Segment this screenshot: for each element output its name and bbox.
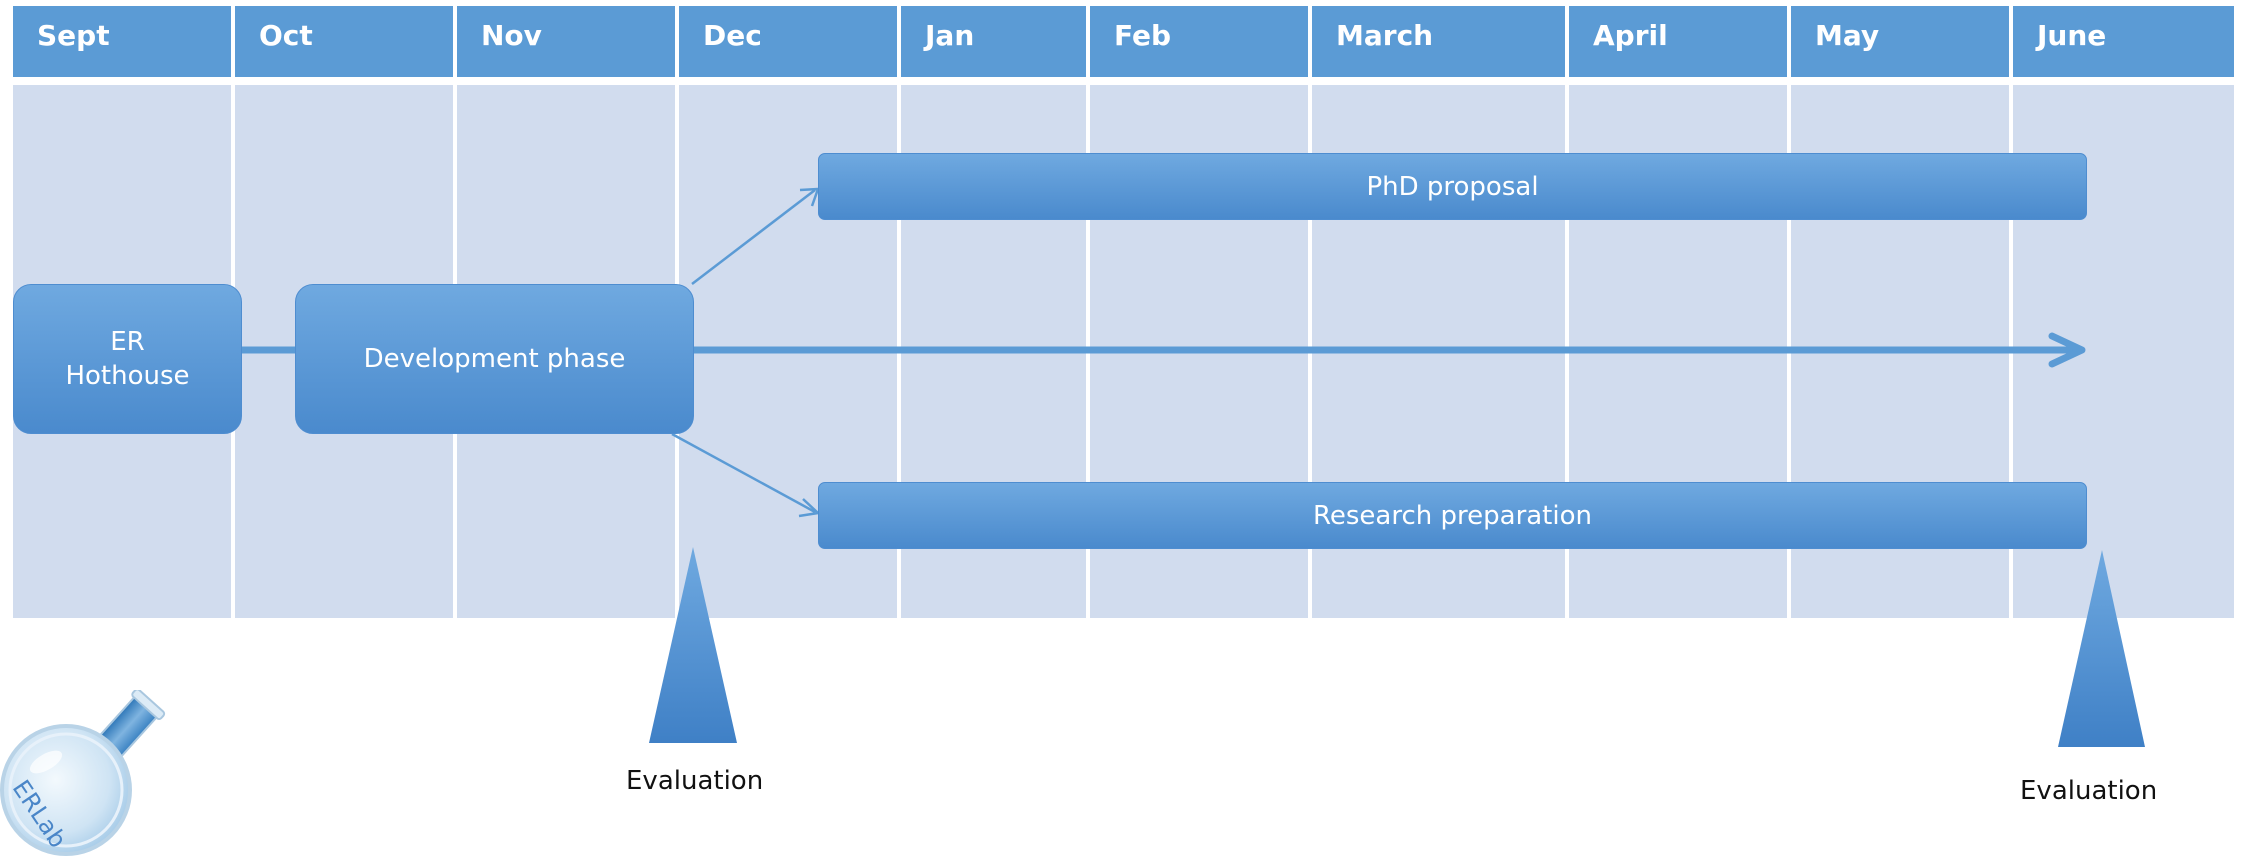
arrowhead-phd-icon [799,187,820,207]
month-header-dec: Dec [679,6,897,77]
evaluation-label-2: Evaluation [2020,776,2158,806]
month-header-march: March [1312,6,1565,77]
development-phase-label: Development phase [363,344,626,374]
month-header-feb: Feb [1090,6,1308,77]
month-header-april: April [1569,6,1787,77]
evaluation-label-1: Evaluation [626,766,764,796]
er-hothouse-label: ER Hothouse [65,327,190,391]
phd-proposal-label: PhD proposal [1366,171,1539,202]
month-header-may: May [1791,6,2009,77]
month-header-nov: Nov [457,6,675,77]
arrow-to-research-preparation [671,432,816,514]
month-header-oct: Oct [235,6,453,77]
month-header-jan: Jan [901,6,1086,77]
timeline-arrowhead-icon [2048,332,2086,368]
research-preparation-bar: Research preparation [818,482,2087,549]
month-header-sept: Sept [13,6,231,77]
arrow-to-phd-proposal [691,189,816,285]
timeline-header: Sept Oct Nov Dec Jan Feb March April May… [13,6,2234,77]
phd-proposal-bar: PhD proposal [818,153,2087,220]
research-preparation-label: Research preparation [1312,500,1592,531]
erlab-flask-logo [0,690,166,856]
development-phase-box: Development phase [295,284,694,434]
month-header-june: June [2013,6,2234,77]
evaluation-milestone-icon-2 [2058,550,2145,747]
evaluation-milestone-icon-1 [649,547,737,743]
er-hothouse-box: ER Hothouse [13,284,242,434]
